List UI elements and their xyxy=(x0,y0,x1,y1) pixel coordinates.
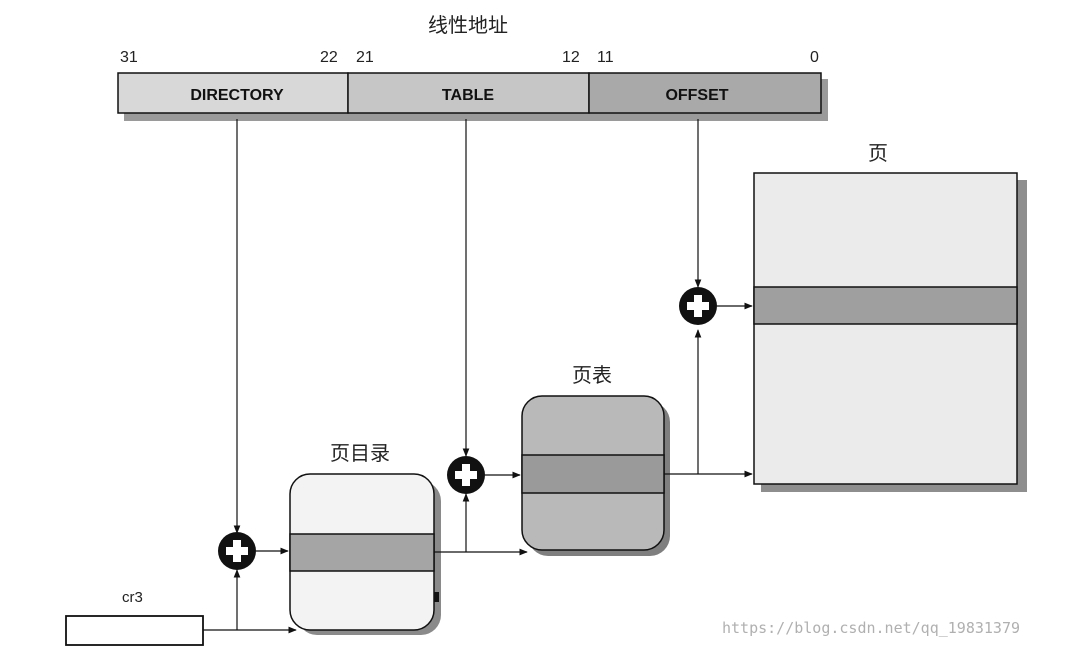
page-label: 页 xyxy=(868,141,888,165)
page-entry-row xyxy=(753,286,1018,325)
page-directory-entry-row xyxy=(289,533,435,572)
bit-12: 12 xyxy=(562,49,580,66)
table-label: TABLE xyxy=(442,87,494,104)
page-table-entry-row xyxy=(521,454,665,494)
offset-label: OFFSET xyxy=(665,87,728,104)
watermark: https://blog.csdn.net/qq_19831379 xyxy=(722,619,1020,637)
directory-field xyxy=(117,72,349,114)
adder-table xyxy=(447,456,485,494)
bit-21: 21 xyxy=(356,49,374,66)
linear-address-title: 线性地址 xyxy=(428,13,508,37)
page-box xyxy=(753,172,1018,485)
cr3-label: cr3 xyxy=(122,589,143,606)
adder-offset xyxy=(679,287,717,325)
page-table-label: 页表 xyxy=(572,363,612,387)
bit-22: 22 xyxy=(320,49,338,66)
cr3-register xyxy=(65,615,204,646)
table-field xyxy=(347,72,590,114)
page-directory-marker xyxy=(434,592,439,602)
page-directory-label: 页目录 xyxy=(330,441,390,465)
directory-label: DIRECTORY xyxy=(190,87,284,104)
offset-field xyxy=(588,72,822,114)
adder-directory xyxy=(218,532,256,570)
bit-11: 11 xyxy=(597,49,614,66)
bit-31: 31 xyxy=(120,49,138,66)
bit-0: 0 xyxy=(810,49,819,66)
